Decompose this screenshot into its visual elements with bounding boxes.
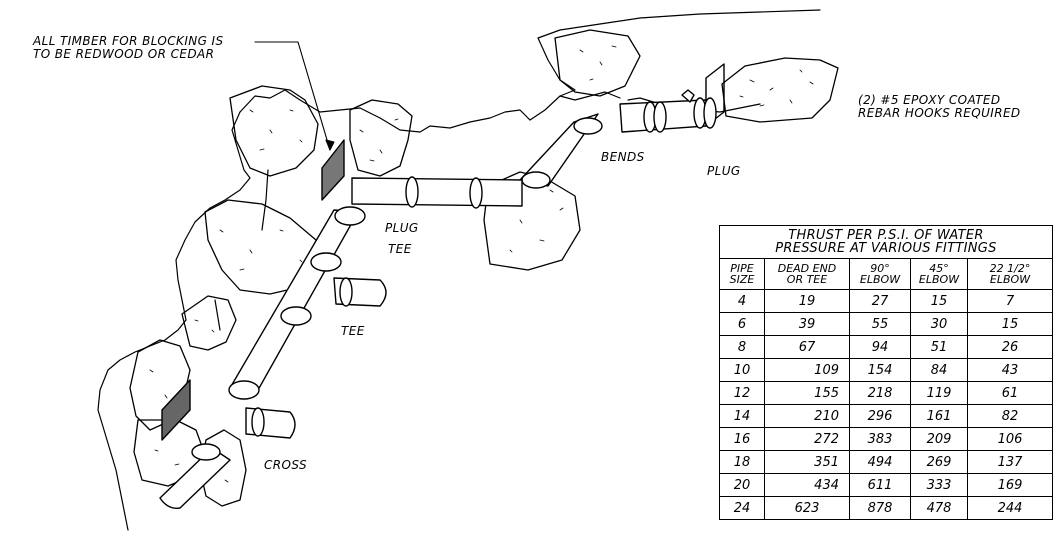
label-tee-mid: TEE [388, 242, 412, 256]
table-title-line1: THRUST PER P.S.I. OF WATER [788, 228, 984, 243]
table-cell: 296 [849, 404, 911, 428]
table-cell: 383 [849, 427, 911, 451]
table-cell: 26 [967, 335, 1053, 359]
rebar-note-line2: REBAR HOOKS REQUIRED [858, 106, 1021, 120]
table-cell: 61 [967, 381, 1053, 405]
pipe-run [159, 89, 717, 509]
table-cell: 106 [967, 427, 1053, 451]
rebar-note-line1: (2) #5 EPOXY COATED [858, 93, 1001, 107]
label-cross: CROSS [264, 458, 307, 472]
table-cell: 154 [849, 358, 911, 382]
table-title-line2: PRESSURE AT VARIOUS FITTINGS [775, 241, 997, 256]
table-cell: 210 [764, 404, 850, 428]
label-plug-mid: PLUG [385, 221, 419, 235]
label-tee-lower: TEE [341, 324, 365, 338]
table-cell: 269 [910, 450, 968, 474]
timber-blocking [161, 63, 725, 441]
header-label: ELBOW [989, 273, 1031, 286]
table-cell: 155 [764, 381, 850, 405]
table-cell: 84 [910, 358, 968, 382]
thrust-table: THRUST PER P.S.I. OF WATER PRESSURE AT V… [719, 225, 1053, 520]
table-cell: 7 [967, 289, 1053, 313]
table-cell: 15 [967, 312, 1053, 336]
header-label: SIZE [729, 273, 755, 286]
table-cell: 82 [967, 404, 1053, 428]
table-cell: 15 [910, 289, 968, 313]
table-cell: 19 [764, 289, 850, 313]
table-cell: 119 [910, 381, 968, 405]
timber-note-line1: ALL TIMBER FOR BLOCKING IS [33, 34, 224, 48]
concrete-aggregate [149, 45, 814, 483]
table-cell: 4 [719, 289, 765, 313]
header-label: ELBOW [859, 273, 901, 286]
table-cell: 27 [849, 289, 911, 313]
table-cell: 43 [967, 358, 1053, 382]
table-cell: 878 [849, 496, 911, 520]
table-cell: 109 [764, 358, 850, 382]
table-cell: 137 [967, 450, 1053, 474]
table-cell: 16 [719, 427, 765, 451]
table-cell: 161 [910, 404, 968, 428]
header-label: OR TEE [786, 273, 828, 286]
header-45-elbow: 45°ELBOW [910, 258, 968, 290]
table-cell: 272 [764, 427, 850, 451]
table-cell: 434 [764, 473, 850, 497]
table-cell: 14 [719, 404, 765, 428]
table-cell: 333 [910, 473, 968, 497]
label-bends: BENDS [601, 150, 645, 164]
header-22-elbow: 22 1/2°ELBOW [967, 258, 1053, 290]
table-cell: 10 [719, 358, 765, 382]
table-cell: 244 [967, 496, 1053, 520]
table-cell: 478 [910, 496, 968, 520]
table-cell: 6 [719, 312, 765, 336]
timber-note-line2: TO BE REDWOOD OR CEDAR [33, 47, 215, 61]
header-label: ELBOW [918, 273, 960, 286]
table-cell: 18 [719, 450, 765, 474]
table-title: THRUST PER P.S.I. OF WATER PRESSURE AT V… [719, 225, 1053, 259]
table-cell: 67 [764, 335, 850, 359]
table-cell: 218 [849, 381, 911, 405]
timber-note-leader [254, 41, 335, 151]
table-cell: 24 [719, 496, 765, 520]
header-label: 22 1/2° [989, 262, 1031, 275]
table-cell: 611 [849, 473, 911, 497]
table-cell: 39 [764, 312, 850, 336]
table-cell: 12 [719, 381, 765, 405]
table-cell: 169 [967, 473, 1053, 497]
table-cell: 55 [849, 312, 911, 336]
table-cell: 623 [764, 496, 850, 520]
header-label: PIPE [730, 262, 754, 275]
table-cell: 30 [910, 312, 968, 336]
table-cell: 20 [719, 473, 765, 497]
table-cell: 8 [719, 335, 765, 359]
table-cell: 351 [764, 450, 850, 474]
table-cell: 94 [849, 335, 911, 359]
header-label: 45° [929, 262, 949, 275]
header-label: 90° [870, 262, 890, 275]
table-cell: 51 [910, 335, 968, 359]
header-90-elbow: 90°ELBOW [849, 258, 911, 290]
table-cell: 209 [910, 427, 968, 451]
label-plug-right: PLUG [707, 164, 741, 178]
table-cell: 494 [849, 450, 911, 474]
header-label: DEAD END [777, 262, 837, 275]
